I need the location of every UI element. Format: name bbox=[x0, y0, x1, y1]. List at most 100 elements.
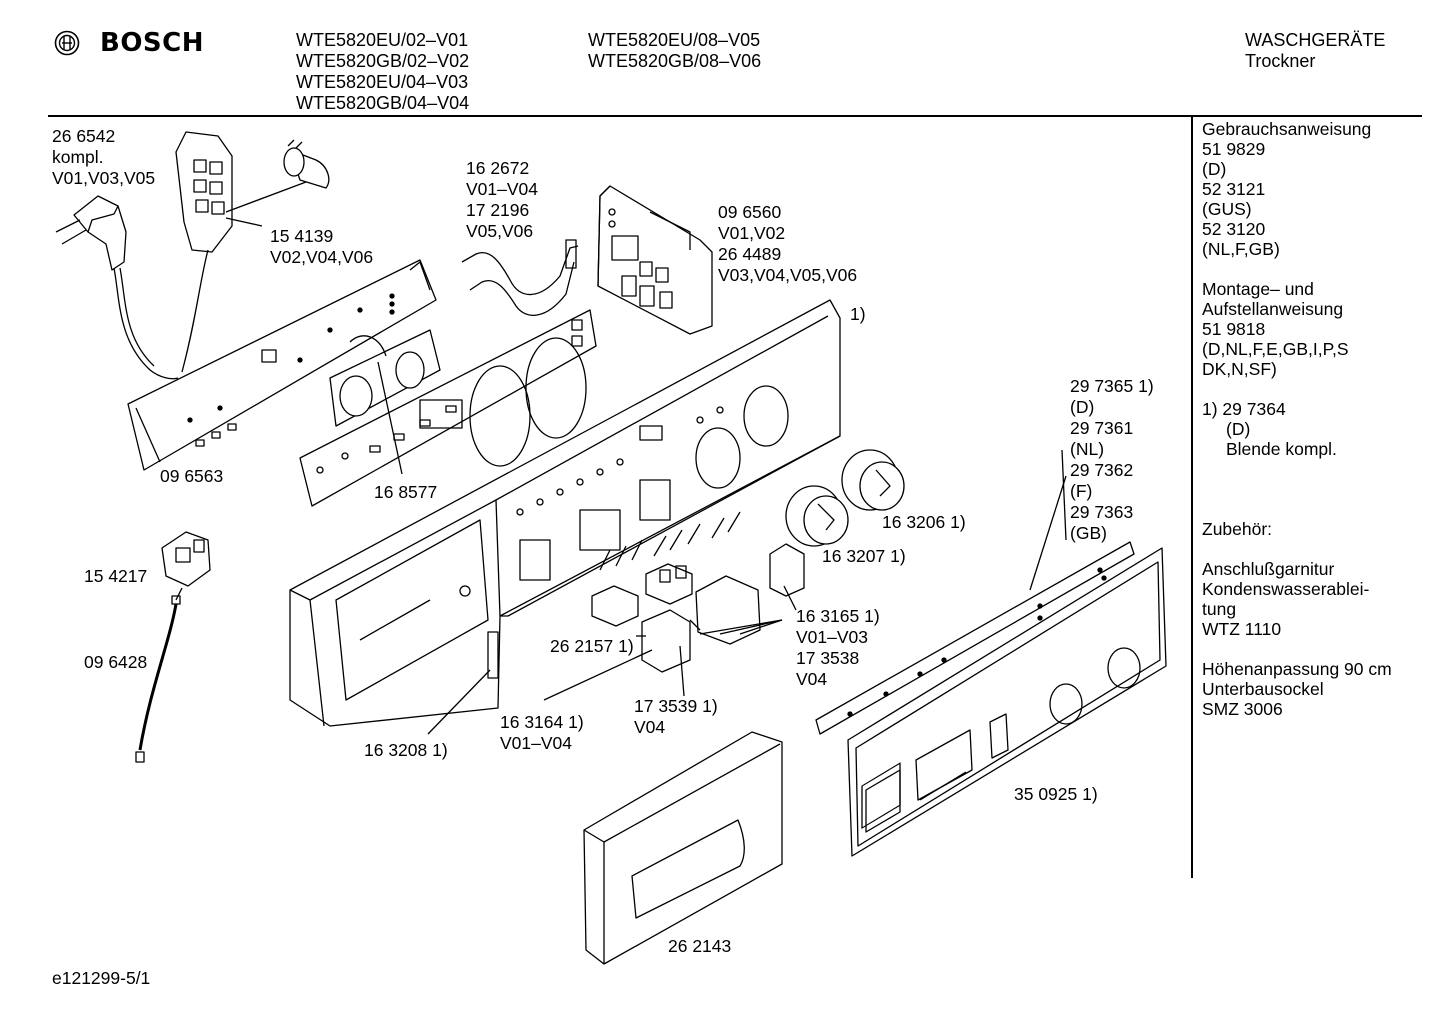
manual-title: Gebrauchsanweisung bbox=[1202, 119, 1372, 139]
part-variant: V01,V02 bbox=[718, 223, 786, 243]
part-number: 09 6560 bbox=[718, 202, 782, 222]
model-line: WTE5820EU/04–V03 bbox=[296, 72, 469, 92]
accessory-line: tung bbox=[1202, 599, 1237, 619]
label-16-3208: 16 3208 1) bbox=[364, 740, 448, 760]
label-15-4217: 15 4217 bbox=[84, 566, 148, 586]
brand-name: BOSCH bbox=[100, 28, 204, 58]
label-09-6560: 09 6560 V01,V02 26 4489 V03,V04,V05,V06 bbox=[718, 202, 857, 286]
accessory-line: Anschlußgarnitur bbox=[1202, 559, 1335, 579]
part-variant: V03,V04,V05,V06 bbox=[718, 265, 858, 285]
part-note: kompl. bbox=[52, 147, 104, 167]
interference-filter-drawing bbox=[175, 131, 233, 373]
label-35-0925: 35 0925 1) bbox=[1014, 784, 1098, 804]
control-panel-frame-drawing bbox=[289, 299, 841, 727]
accessory-line: Höhenanpassung 90 cm bbox=[1202, 659, 1392, 679]
accessories-title: Zubehör: bbox=[1202, 519, 1273, 539]
knobs-drawing bbox=[785, 449, 905, 547]
category-sub: Trockner bbox=[1245, 51, 1316, 71]
install-title: Montage– und bbox=[1202, 279, 1314, 299]
label-16-3206: 16 3206 1) bbox=[882, 512, 966, 532]
install-line: DK,N,SF) bbox=[1202, 359, 1277, 379]
mains-plug-drawing bbox=[55, 195, 179, 380]
clip-part-drawing bbox=[487, 631, 499, 679]
part-number: 17 2196 bbox=[466, 200, 530, 220]
part-variant: V01–V03 bbox=[796, 627, 869, 647]
label-26-2143: 26 2143 bbox=[668, 936, 732, 956]
label-16-3207: 16 3207 1) bbox=[822, 546, 906, 566]
label-16-3165: 16 3165 1) V01–V03 17 3538 V04 bbox=[796, 606, 880, 690]
part-number: 26 6542 bbox=[52, 126, 116, 146]
part-number: 29 7361 bbox=[1070, 418, 1134, 438]
ribbon-cable-drawing bbox=[461, 239, 579, 316]
part-number: 16 2672 bbox=[466, 158, 530, 178]
fascia-panel-drawing bbox=[847, 547, 1167, 857]
label-26-2157: 26 2157 1) bbox=[550, 636, 634, 656]
model-line: WTE5820GB/04–V04 bbox=[296, 93, 470, 113]
capacitor-drawing bbox=[225, 139, 330, 227]
install-line: 51 9818 bbox=[1202, 319, 1266, 339]
leader-lines bbox=[377, 361, 1067, 735]
decor-panel-drawing bbox=[815, 541, 1135, 735]
model-list-2: WTE5820EU/08–V05 WTE5820GB/08–V06 bbox=[588, 30, 761, 72]
manual-line: 51 9829 bbox=[1202, 139, 1266, 159]
label-16-3164: 16 3164 1) V01–V04 bbox=[500, 712, 584, 754]
sidebar-notes: Gebrauchsanweisung 51 9829 (D) 52 3121 (… bbox=[1202, 119, 1392, 720]
label-29-7365: 29 7365 1) (D) 29 7361 (NL) 29 7362 (F) … bbox=[1070, 376, 1154, 544]
sensor-connector-drawing bbox=[135, 531, 211, 763]
sidebar-divider bbox=[1191, 116, 1193, 878]
part-variant: V01,V03,V05 bbox=[52, 168, 156, 188]
part-variant: (F) bbox=[1070, 481, 1093, 501]
manual-line: 52 3121 bbox=[1202, 179, 1266, 199]
label-16-8577: 16 8577 bbox=[374, 482, 438, 502]
label-26-6542: 26 6542 kompl. V01,V03,V05 bbox=[52, 126, 155, 189]
part-number: 15 4139 bbox=[270, 226, 334, 246]
model-line: WTE5820GB/08–V06 bbox=[588, 51, 762, 71]
drawer-handle-drawing bbox=[583, 731, 783, 965]
accessory-line: WTZ 1110 bbox=[1202, 619, 1282, 639]
part-number: 17 3538 bbox=[796, 648, 860, 668]
manual-line: (GUS) bbox=[1202, 199, 1252, 219]
model-line: WTE5820EU/02–V01 bbox=[296, 30, 469, 50]
note-line: (D) bbox=[1226, 419, 1251, 439]
part-variant: V01–V04 bbox=[466, 179, 539, 199]
model-list-1: WTE5820EU/02–V01 WTE5820GB/02–V02 WTE582… bbox=[296, 30, 469, 114]
accessory-line: Kondenswasserablei- bbox=[1202, 579, 1370, 599]
part-variant: (D) bbox=[1070, 397, 1095, 417]
accessory-line: Unterbausockel bbox=[1202, 679, 1324, 699]
part-number: 17 3539 1) bbox=[634, 696, 718, 716]
brand-logo: BOSCH bbox=[54, 28, 204, 58]
note-line: Blende kompl. bbox=[1226, 439, 1337, 459]
part-variant: V02,V04,V06 bbox=[270, 247, 374, 267]
program-module-drawing bbox=[597, 185, 713, 335]
control-board-left-drawing bbox=[127, 259, 437, 471]
label-17-3539: 17 3539 1) V04 bbox=[634, 696, 718, 738]
part-variant: (NL) bbox=[1070, 439, 1105, 459]
model-line: WTE5820GB/02–V02 bbox=[296, 51, 470, 71]
category-main: WASCHGERÄTE bbox=[1245, 30, 1386, 50]
bosch-armature-icon bbox=[54, 30, 80, 56]
control-board-main-drawing bbox=[299, 309, 597, 507]
part-variant: (GB) bbox=[1070, 523, 1107, 543]
part-number: 29 7365 1) bbox=[1070, 376, 1154, 396]
part-variant: V05,V06 bbox=[466, 221, 534, 241]
label-frame-note: 1) bbox=[850, 304, 866, 324]
label-09-6428: 09 6428 bbox=[84, 652, 148, 672]
install-title: Aufstellanweisung bbox=[1202, 299, 1344, 319]
part-variant: V04 bbox=[634, 717, 666, 737]
drawing-code: e121299-5/1 bbox=[52, 968, 151, 988]
manual-line: (D) bbox=[1202, 159, 1227, 179]
part-number: 29 7363 bbox=[1070, 502, 1134, 522]
model-line: WTE5820EU/08–V05 bbox=[588, 30, 761, 50]
part-number: 29 7362 bbox=[1070, 460, 1134, 480]
part-variant: V04 bbox=[796, 669, 828, 689]
category: WASCHGERÄTE Trockner bbox=[1245, 30, 1385, 72]
manual-line: (NL,F,GB) bbox=[1202, 239, 1280, 259]
manual-line: 52 3120 bbox=[1202, 219, 1266, 239]
note-line: 1) 29 7364 bbox=[1202, 399, 1286, 419]
label-16-2672: 16 2672 V01–V04 17 2196 V05,V06 bbox=[466, 158, 538, 242]
label-09-6563: 09 6563 bbox=[160, 466, 224, 486]
accessory-line: SMZ 3006 bbox=[1202, 699, 1283, 719]
part-number: 26 4489 bbox=[718, 244, 782, 264]
label-15-4139: 15 4139 V02,V04,V06 bbox=[270, 226, 373, 268]
